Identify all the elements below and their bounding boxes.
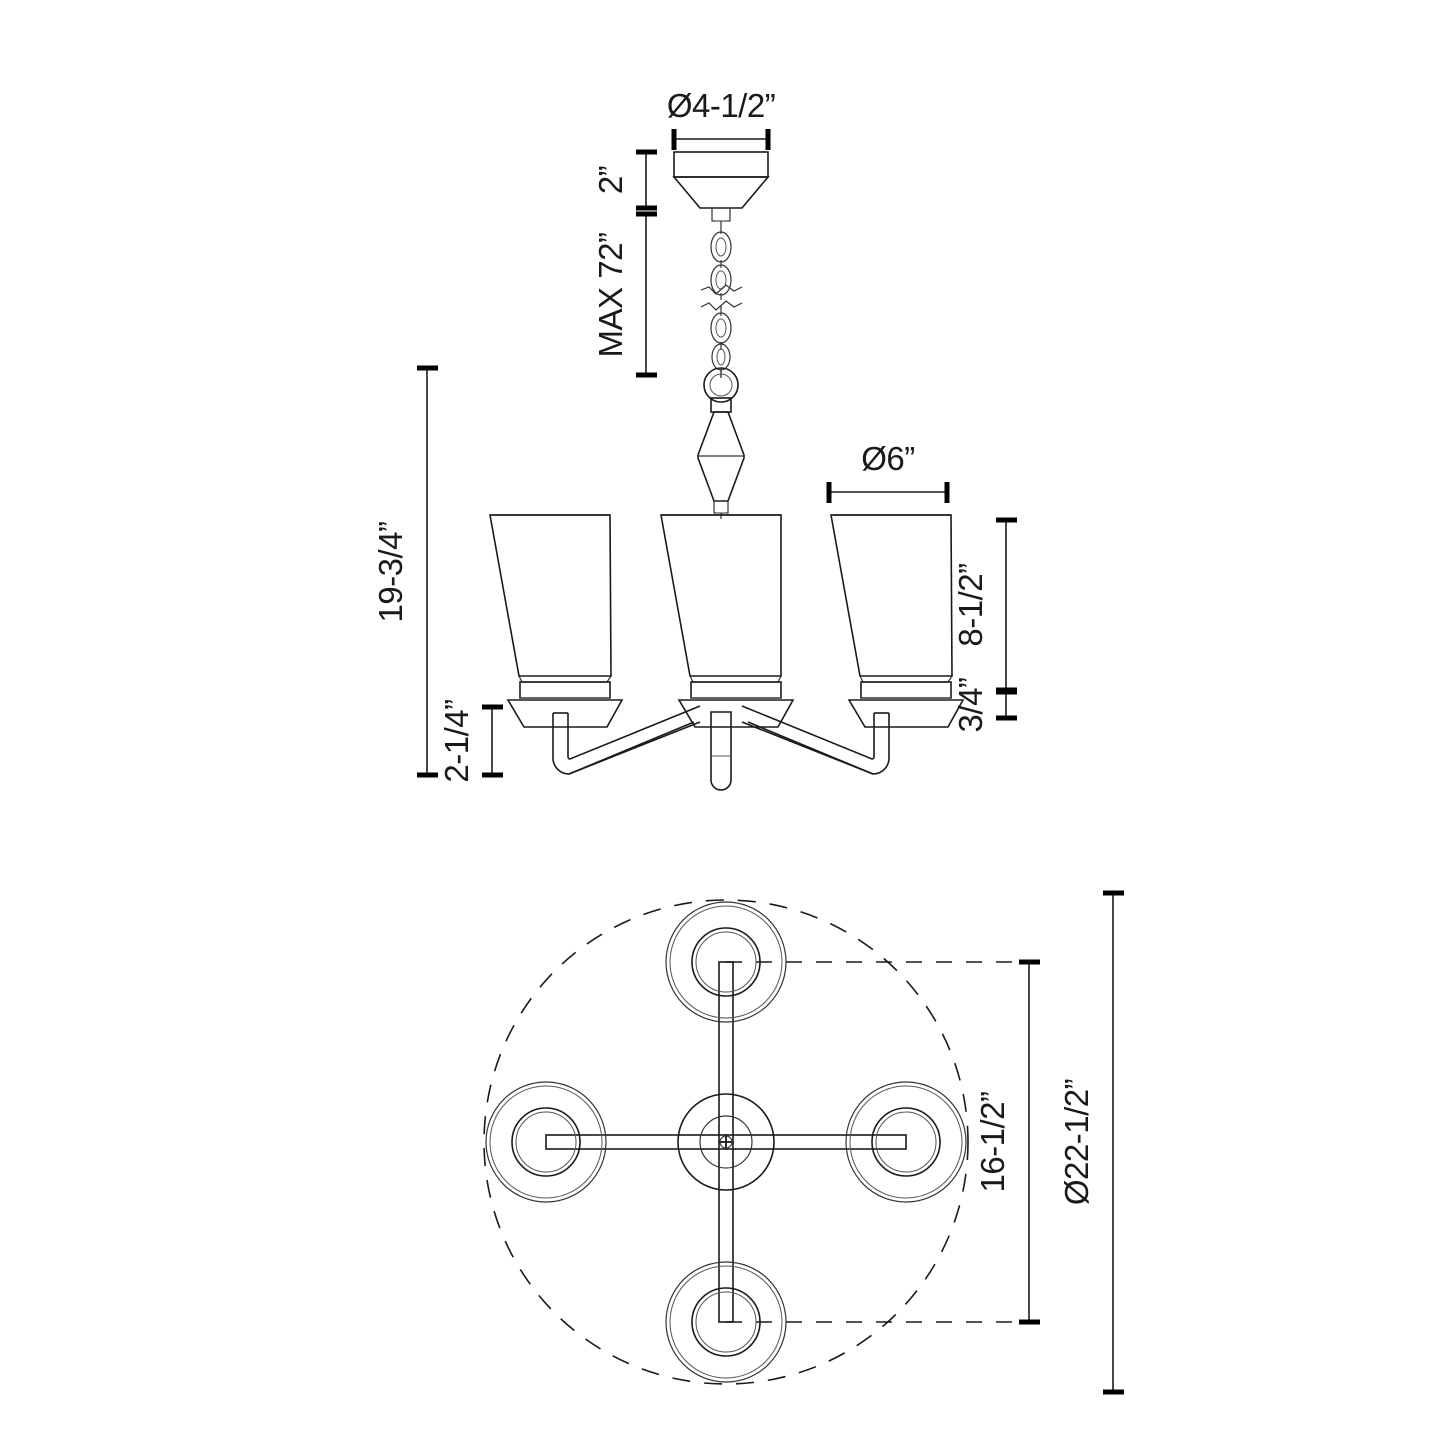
- canopy: [672, 151, 770, 222]
- plan-shade-left: [485, 1081, 607, 1203]
- shade-left: [489, 514, 624, 728]
- hanger-ring: [703, 367, 739, 403]
- arms: [552, 705, 890, 791]
- overall-height-dimension: 19-3/4”: [372, 365, 438, 778]
- overall-height-label: 19-3/4”: [372, 521, 409, 622]
- canopy-diameter-label: Ø4-1/2”: [667, 87, 775, 124]
- plan-shade-top: [665, 901, 787, 1023]
- plan-center-hub: [677, 1093, 775, 1191]
- shade-height-dimension: 8-1/2”: [952, 517, 1017, 693]
- chain-break-symbol: [700, 284, 743, 311]
- canopy-height-label: 2”: [592, 166, 629, 194]
- chain-length-label: MAX 72”: [592, 233, 629, 358]
- chain-length-dimension: MAX 72”: [592, 211, 657, 378]
- shade-center: [660, 514, 795, 728]
- shade-right: [830, 514, 965, 728]
- shade-diameter-label: Ø6”: [861, 440, 915, 477]
- plan-envelope-circle: [483, 899, 969, 1385]
- shade-height-label: 8-1/2”: [952, 563, 989, 646]
- plan-spread-label: 16-1/2”: [974, 1091, 1011, 1192]
- plan-shade-right: [845, 1081, 967, 1203]
- plan-overall-diameter-label: Ø22-1/2”: [1058, 1079, 1095, 1205]
- center-body: [697, 397, 745, 519]
- plan-spread-dimension: 16-1/2”: [974, 959, 1040, 1325]
- shade-diameter-dimension: Ø6”: [826, 440, 950, 503]
- cup-height-dimension: 3/4”: [952, 678, 1017, 733]
- canopy-height-dimension: 2”: [592, 149, 657, 211]
- chain: [700, 221, 743, 378]
- arm-drop-label: 2-1/4”: [438, 699, 475, 782]
- plan-arms: [545, 961, 907, 1323]
- canopy-diameter-dimension: Ø4-1/2”: [667, 87, 776, 150]
- plan-overall-diameter-dimension: Ø22-1/2”: [1058, 890, 1124, 1395]
- plan-shade-bottom: [665, 1261, 787, 1383]
- arm-drop-dimension: 2-1/4”: [438, 699, 503, 783]
- plan-center-lines: [726, 961, 1012, 1323]
- cup-height-label: 3/4”: [952, 678, 989, 733]
